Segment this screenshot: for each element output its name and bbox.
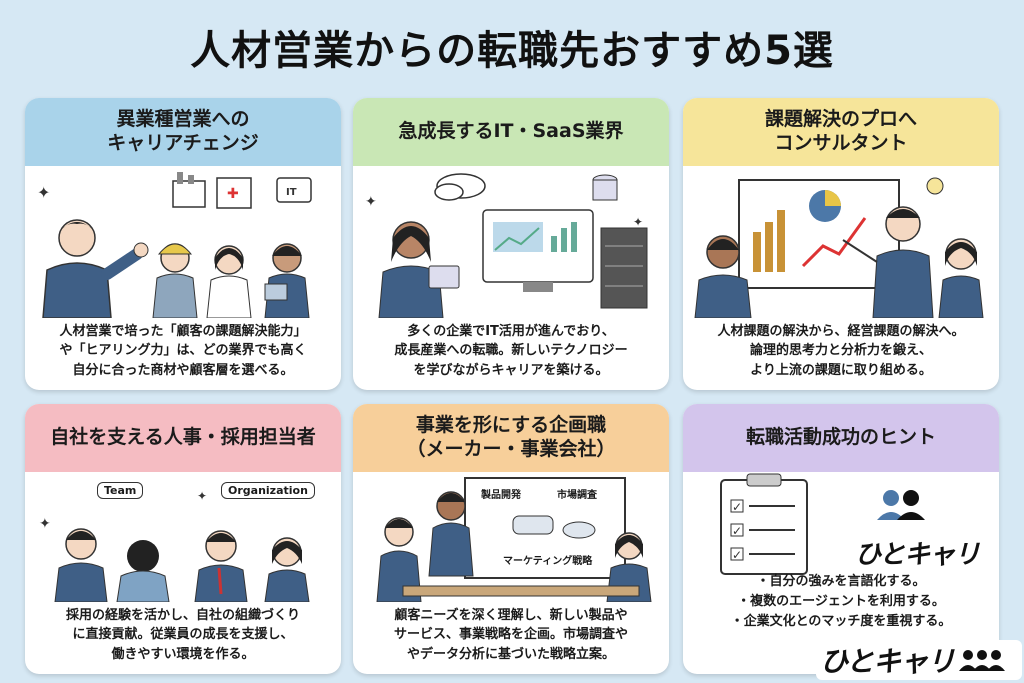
card-heading: 転職活動成功のヒント [683,404,999,472]
cloud-icon [434,173,486,201]
svg-text:✦: ✦ [197,489,207,503]
footer-logo-text: ひとキャリ [820,645,955,678]
card-heading: 自社を支える人事・採用担当者 [25,404,341,472]
brand-logo: ひとキャリ [855,540,980,570]
card-sales-career-change: 異業種営業への キャリアチェンジ ✦ ✚ IT [25,98,341,390]
computer-icon: IT [276,177,312,203]
card-description: 人材営業で培った「顧客の課題解決能力」 や「ヒアリング力」は、どの業界でも高く … [59,323,307,378]
it-label: IT [286,187,297,198]
tip-item: ・複数のエージェントを利用する。 [737,593,945,609]
clipboard-icon: ✓ ✓ ✓ [720,473,808,575]
lightbulb-icon [926,177,944,195]
illustration-tips: ✓ ✓ ✓ ひとキャリ [683,472,999,582]
tip-item: ・企業文化とのマッチ度を重視する。 [730,613,952,629]
factory-icon [172,172,206,208]
card-heading: 異業種営業への キャリアチェンジ [25,98,341,166]
illustration-consulting [683,166,999,319]
card-consultant: 課題解決のプロへ コンサルタント [683,98,999,390]
tip-item: ・自分の強みを言語化する。 [756,573,926,589]
board-label-marketing: マーケティング戦略 [503,552,593,567]
people-logo-icon [959,650,1006,671]
illustration-planning: 製品開発 市場調査 マーケティング戦略 [353,472,669,602]
card-heading: 事業を形にする企画職 （メーカー・事業会社） [353,404,669,472]
svg-text:✚: ✚ [227,186,239,202]
database-icon [592,174,618,201]
card-heading: 課題解決のプロへ コンサルタント [683,98,999,166]
speech-bubble-organization: Organization [221,482,315,499]
hospital-icon: ✚ [216,177,252,209]
card-planning: 事業を形にする企画職 （メーカー・事業会社） 製品開発 市場調査 マーケティング… [353,404,669,674]
card-job-hunting-tips: 転職活動成功のヒント ✓ ✓ ✓ ひとキャリ [683,404,999,674]
svg-text:✓: ✓ [732,548,742,562]
footer-logo: ひとキャリ [816,640,1022,680]
card-it-saas: 急成長するIT・SaaS業界 ✦ ✦ [353,98,669,390]
card-description: 多くの企業でIT活用が進んでおり、 成長産業への転職。新しいテクノロジー を学び… [394,323,628,378]
illustration-it: ✦ ✦ [353,166,669,319]
monitor-icon [482,209,594,292]
speech-bubble-team: Team [97,482,144,499]
svg-text:✦: ✦ [39,516,51,532]
card-heading: 急成長するIT・SaaS業界 [353,98,669,166]
illustration-workers: ✦ ✚ IT [25,166,341,319]
board-label-product: 製品開発 [481,486,521,501]
card-description: 顧客ニーズを深く理解し、新しい製品や サービス、事業戦略を企画。市場調査や やデ… [393,607,628,662]
server-icon [600,227,648,309]
svg-text:✦: ✦ [365,194,377,210]
card-description: 人材課題の解決から、経営課題の解決へ。 論理的思考力と分析力を鍛え、 より上流の… [717,323,965,378]
page-title: 人材営業からの転職先おすすめ5選 [190,28,834,74]
svg-text:✦: ✦ [633,215,643,229]
svg-text:✓: ✓ [732,524,742,538]
board-label-research: 市場調査 [557,486,597,501]
people-logo-icon [877,490,925,520]
card-description: 採用の経験を活かし、自社の組織づくり に直接貢献。従業員の成長を支援し、 働きや… [65,607,300,662]
tips-list: ・自分の強みを言語化する。 ・複数のエージェントを利用する。 ・企業文化とのマッ… [683,572,999,632]
illustration-hr: Team Organization ✦ ✦ [25,472,341,602]
card-hr-recruiting: 自社を支える人事・採用担当者 Team Organization ✦ ✦ 採用の… [25,404,341,674]
svg-text:✓: ✓ [732,500,742,514]
whiteboard-icon [738,179,900,289]
svg-text:✦: ✦ [37,183,50,202]
